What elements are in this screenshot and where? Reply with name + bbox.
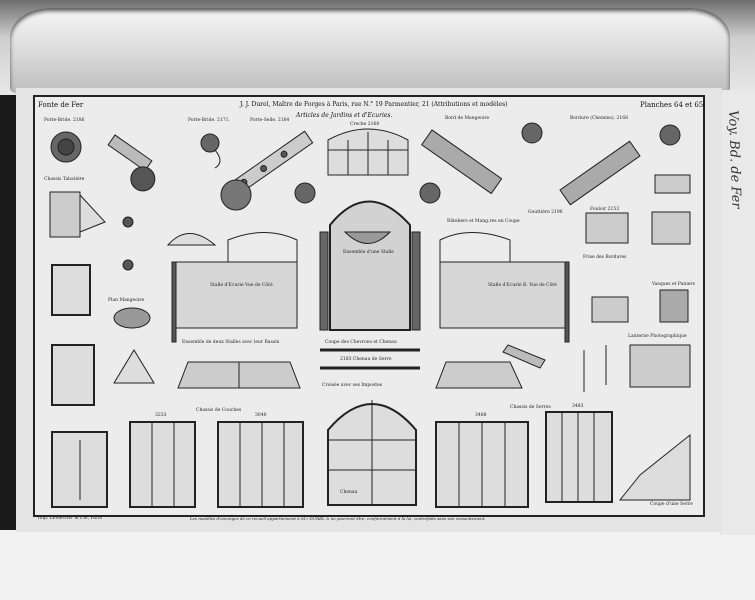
bridle-hook-bracket [107,134,156,192]
stall-left [171,232,298,343]
label-chassis: Chassis Tabatière [44,177,85,182]
cold-frame-1 [129,421,196,508]
label-porte-bride-2: Porte-Bride. 2171. [188,118,230,123]
label-ensemble-deux: Ensemble de deux Stalles avec leur Bassi… [182,340,280,345]
label-coupe-serre: Coupe d'une Serre [650,502,693,507]
greenhouse-frame-2 [545,411,613,503]
label-croisee: Croisée avec ses Impostes [322,383,383,388]
background-right-page [720,90,755,535]
footer-center: Les modèles d'ouvrages de ce recueil app… [190,516,486,521]
label-lampe: Lanterne Photographique [628,334,687,339]
label-3488: 3488 [475,413,487,418]
label-rateliers: Râteliers et Mang.res en Coupe [447,219,520,224]
label-bord-mangeoire: Bord de Mangeoire [445,116,490,121]
plant-shelf [113,349,155,384]
label-coupe-chevrons: Coupe des Chevrons et Chenau [325,340,397,345]
label-3483: 3483 [572,404,584,409]
small-frame [51,264,91,316]
label-plan-mangeoire: Plan Mangeoire [108,298,145,303]
chassis-tabatiere [49,191,106,238]
double-trough [177,361,301,389]
label-chenau: Chenau [340,490,358,495]
label-chassis-serres: Chassis de Serres [510,405,551,410]
footer-left: Imp. Lemercier & Cie, Paris [38,516,102,521]
label-frise: Frise des Bordures [583,255,627,260]
stall-center-arch [319,200,421,331]
curled-previous-page [10,8,730,93]
bordure-rail [559,140,641,206]
label-stalle-droite: Stalle d'Ecurie B. Vue de Côté [488,283,557,288]
greenhouse-section [618,433,691,501]
grille-piece [585,212,629,244]
label-vasque: Vasques et Paniers [652,282,695,287]
saddle-bracket [234,130,314,193]
label-porte-bride: Porte-Bride. 2186 [44,118,85,123]
label-3040: 3040 [255,413,267,418]
label-chassis-couches: Chassis de Couches [196,408,242,413]
header-center: J. J. Durel, Maître de Forges à Paris, r… [240,101,508,108]
cistern [629,344,691,388]
stall-right [439,232,570,343]
label-ensemble-stalle: Ensemble d'une Stalle [343,250,394,255]
header-right: Planches 64 et 65 [640,101,704,109]
fountain-basin [166,233,217,246]
label-stalle-gauche: Stalle d'Ecurie Vue de Côté [210,283,273,288]
label-creche: Creche 2168 [350,122,380,127]
greenhouse-frame-1 [435,421,529,508]
label-fouloir: Fouloir 2153 [590,207,620,212]
background-bottom [0,530,755,600]
label-gouttiere: Gouttière 2196 [528,210,563,215]
label-chenau-serre: 2183 Chenau de Serre [340,357,392,362]
single-trough [435,361,523,389]
oval-trough [113,307,151,329]
header-subtitle: Articles de Jardins et d'Ecuries. [296,112,393,119]
label-3233: 3233 [155,413,167,418]
label-bordure: Bordure (Chemins). 2168 [570,116,628,121]
header-left: Fonte de Fer [38,101,84,109]
arched-frame [51,344,95,406]
label-porte-selle: Porte-Selle. 2164 [250,118,290,123]
cold-frame-2 [217,421,304,508]
arched-casement [327,400,417,506]
horse-head-hook [200,133,220,153]
creche-window-drawing [327,128,409,176]
mangeoire-edge [420,129,503,195]
